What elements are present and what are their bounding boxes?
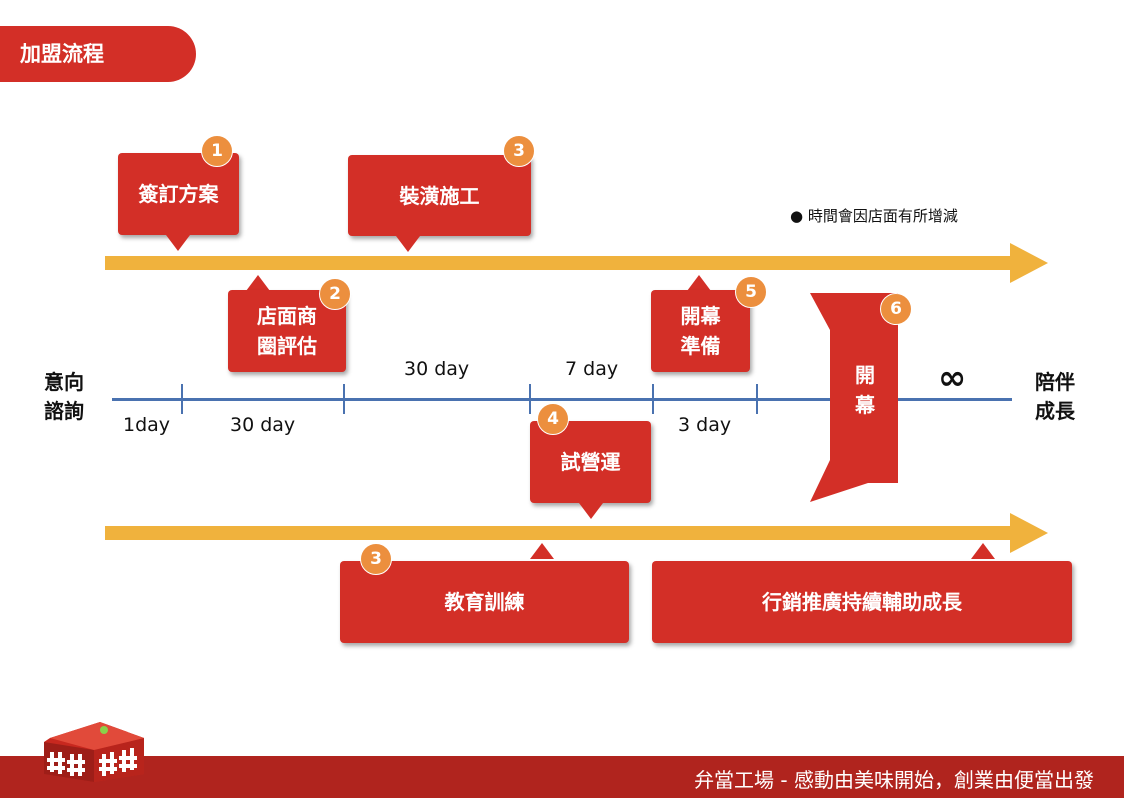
step-label: 開幕 準備 [680, 304, 721, 358]
duration-label: 3 day [678, 414, 732, 436]
timeline-line [112, 384, 1012, 414]
step-label: 店面商 圈評估 [257, 304, 317, 358]
timeline-tick [652, 384, 654, 414]
step-number-badge: 3 [360, 543, 392, 575]
timeline-tick [756, 384, 758, 414]
step-label: 試營運 [560, 450, 621, 474]
callout-tail [971, 543, 995, 559]
bottom-arrow [105, 513, 1048, 553]
timeline-tick [181, 384, 183, 414]
step-marketing-support: 行銷推廣持續輔助成長 [652, 561, 1072, 643]
step-grand-opening: 開 幕 [855, 363, 875, 417]
callout-tail [687, 275, 711, 291]
step-number-badge: 6 [880, 293, 912, 325]
time-note: ● 時間會因店面有所增減 [790, 207, 958, 225]
top-arrow [105, 243, 1048, 283]
page-title: 加盟流程 [0, 26, 196, 82]
footer-slogan: 弁當工場 - 感動由美味開始，創業由便當出發 [694, 768, 1094, 792]
callout-tail [530, 543, 554, 559]
step-opening-prep: 開幕 準備 [651, 290, 750, 372]
duration-label: 1day [123, 414, 171, 436]
bottom-arrow-head [1010, 513, 1048, 553]
callout-tail [246, 275, 270, 291]
callout-tail [166, 235, 190, 251]
step-number-badge: 2 [319, 278, 351, 310]
step-renovation: 裝潢施工 [348, 155, 531, 236]
duration-label: 7 day [565, 358, 619, 380]
step-label: 教育訓練 [444, 590, 525, 614]
step-label: 裝潢施工 [399, 183, 480, 208]
step-number-badge: 4 [537, 403, 569, 435]
bottom-arrow-shaft [105, 526, 1015, 540]
step-number-badge: 3 [503, 135, 535, 167]
opening-banner-shape [810, 293, 898, 502]
step-number-badge: 5 [735, 276, 767, 308]
top-arrow-head [1010, 243, 1048, 283]
step-site-evaluation: 店面商 圈評估 [228, 290, 346, 372]
step-label: 簽訂方案 [138, 182, 219, 206]
duration-label: 30 day [404, 358, 470, 380]
infinity-symbol: ∞ [938, 358, 967, 398]
step-label: 行銷推廣持續輔助成長 [762, 590, 962, 614]
end-label: 陪伴 成長 [1035, 370, 1075, 423]
timeline-tick [343, 384, 345, 414]
callout-tail [396, 236, 420, 252]
step-training: 教育訓練 [340, 561, 629, 643]
callout-tail [579, 503, 603, 519]
footer-bar [0, 756, 1124, 798]
timeline-tick [529, 384, 531, 414]
start-label: 意向 諮詢 [44, 370, 84, 423]
duration-label: 30 day [230, 414, 296, 436]
brand-logo [44, 722, 144, 782]
step-number-badge: 1 [201, 135, 233, 167]
top-arrow-shaft [105, 256, 1015, 270]
timeline-axis [112, 398, 1012, 401]
